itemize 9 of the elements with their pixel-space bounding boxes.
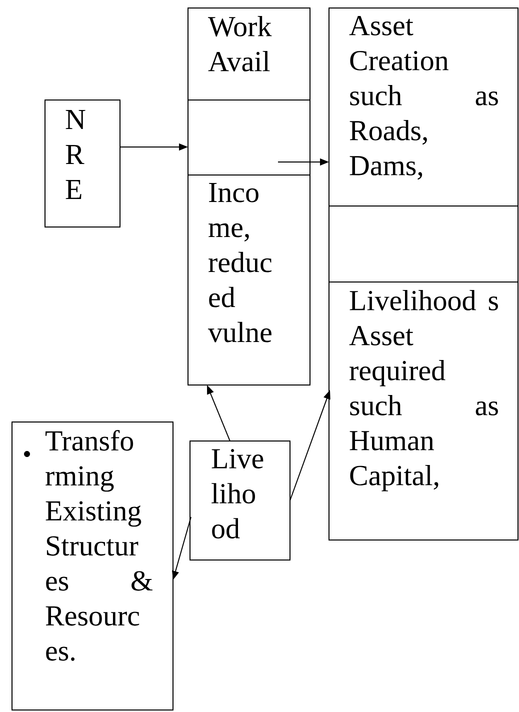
letter-box: N R E bbox=[44, 100, 120, 228]
text-box: Live liho od bbox=[190, 440, 290, 560]
text-box: Transfo rming Existing Structur es & Resourc es. bbox=[12, 422, 174, 710]
table-cell: Work Avail bbox=[188, 8, 310, 100]
table-cell: Livelihood s Asset required such as Human Capital, bbox=[328, 282, 518, 540]
empty-cell bbox=[188, 100, 310, 176]
table-cell: Asset Creation such as Roads, Dams, bbox=[328, 8, 518, 206]
empty-cell bbox=[328, 206, 518, 282]
table-cell: Inco me, reduc ed vulne bbox=[188, 174, 310, 386]
